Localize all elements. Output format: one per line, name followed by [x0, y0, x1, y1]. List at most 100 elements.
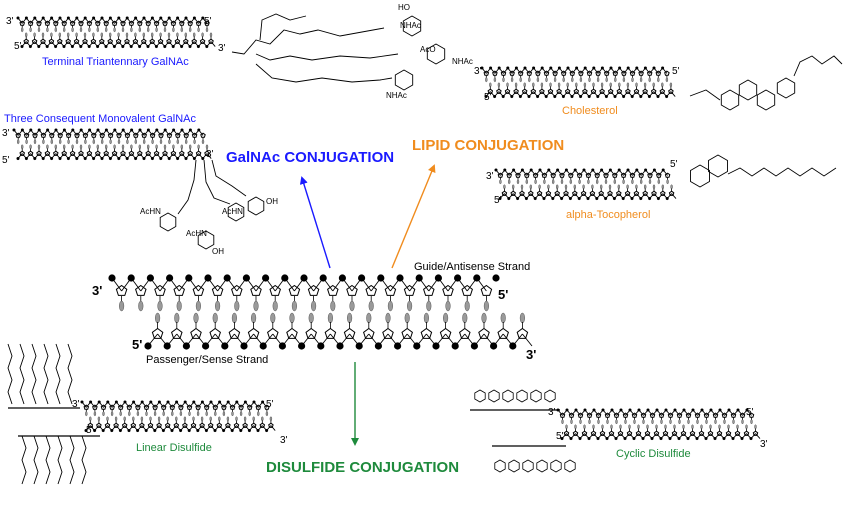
galnac1-base-bottom: [134, 32, 137, 38]
galnac1-base-bottom: [184, 32, 188, 38]
central-sugar-top: [307, 284, 320, 296]
chol-base-bottom: [532, 82, 535, 88]
toco-backbone-top: [574, 169, 580, 176]
chol-sugar-top: [492, 70, 498, 76]
cyc-base-bottom: [583, 424, 586, 430]
cyc-base-bottom: [565, 424, 568, 430]
galnac1-base-top: [138, 27, 142, 33]
cyclic-disulfide-ring-bottom: [564, 459, 576, 473]
lin-sugar-top: [229, 404, 236, 410]
chol-5prime: 5': [672, 66, 680, 77]
chol-base-top: [579, 77, 583, 83]
chol-backbone-bottom: [657, 91, 663, 97]
lin-base-bottom: [192, 416, 195, 422]
central-sugar-top: [231, 284, 243, 296]
lin-base-bottom: [175, 416, 178, 422]
guide-strand-label: Guide/Antisense Strand: [414, 261, 531, 273]
cyclic-disulfide-ring-top: [474, 389, 486, 403]
central-backbone-bottom: [339, 333, 350, 347]
galnac1-sugar-bottom: [149, 38, 155, 44]
lin-sugar-bottom: [182, 422, 188, 428]
central-backbone-top: [130, 277, 142, 292]
central-base-bottom: [385, 312, 391, 324]
cyc-base-top: [642, 419, 645, 425]
galnac2-sugar-top: [15, 132, 21, 138]
central-base-bottom: [443, 312, 449, 324]
toco-base-top: [587, 179, 590, 185]
linear-disulfide-label: Linear Disulfide: [136, 442, 212, 454]
galnac1-base-bottom: [125, 32, 129, 38]
galnac1-base-bottom: [150, 32, 154, 38]
lin-backbone-top: [159, 401, 165, 408]
galnac1-backbone-bottom: [114, 41, 119, 47]
galnac1-sugar-bottom: [40, 38, 46, 44]
toco-base-bottom: [652, 184, 656, 190]
lipid-conjugation-title: LIPID CONJUGATION: [412, 137, 565, 154]
cyc-backbone-top: [665, 409, 671, 416]
cyc-backbone-top: [656, 409, 662, 416]
chol-backbone-bottom: [485, 91, 491, 97]
alpha-tocopherol-label: alpha-Tocopherol: [566, 209, 651, 221]
toco-base-bottom: [520, 184, 524, 190]
galnac-ring-1: [402, 15, 422, 37]
toco-backbone-bottom: [658, 193, 664, 199]
toco-sugar-top: [612, 172, 618, 178]
toco-backbone-bottom: [587, 193, 593, 199]
galnac2-sugar-top: [149, 132, 156, 138]
chol-backbone-top: [490, 67, 496, 74]
galnac1-sugar-bottom: [199, 38, 206, 44]
galnac2-backbone-top: [89, 129, 95, 136]
galnac2-sugar-top: [99, 132, 105, 138]
galnac1-backbone-top: [143, 17, 149, 24]
galnac2-base-bottom: [197, 144, 200, 150]
galnac2-sugar-bottom: [19, 150, 25, 156]
galnac1-backbone-top: [135, 17, 141, 24]
lin-backbone-bottom: [111, 425, 117, 431]
cyc-backbone-top: [602, 409, 608, 416]
galnac1-backbone-top: [59, 17, 65, 24]
chol-sugar-bottom: [487, 88, 494, 94]
galnac1-base-top: [155, 27, 158, 33]
central-base-top: [215, 300, 221, 312]
central-backbone-bottom: [435, 333, 446, 347]
galnac2-backbone-top: [47, 129, 53, 136]
cholesterol-ring-1: [720, 89, 740, 111]
cyc-sugar-bottom: [563, 430, 570, 436]
linear-disulfide-chain-top: [43, 343, 49, 405]
galnac2-backbone-bottom: [68, 153, 73, 159]
chol-base-bottom: [600, 82, 604, 88]
galnac1-backbone-bottom: [88, 41, 94, 47]
galnac1-sugar-bottom: [191, 38, 197, 44]
galnac1-sugar-top: [61, 20, 67, 26]
cyc-backbone-top: [557, 409, 563, 416]
toco-backbone-top: [513, 169, 519, 176]
linear-disulfide-chain-bottom: [33, 435, 39, 485]
terminal-triantennary-galnac-label: Terminal Triantennary GalNAc: [42, 56, 189, 68]
central-sugar-bottom: [439, 327, 452, 339]
cyc-base-top: [723, 419, 726, 425]
galnac2-backbone-bottom: [194, 153, 199, 159]
galnac2-base-top: [42, 139, 45, 145]
galnac1-sugar-top: [179, 20, 185, 26]
galnac1-sugar-bottom: [183, 38, 189, 44]
cyc-backbone-bottom: [642, 433, 648, 439]
central-backbone-top: [380, 277, 391, 292]
chol-backbone-bottom: [623, 91, 629, 97]
galnac2-base-bottom: [54, 144, 58, 150]
central-base-bottom: [423, 312, 429, 324]
galnac1-base-bottom: [33, 32, 36, 38]
chol-sugar-bottom: [547, 88, 554, 94]
lin-sugar-top: [126, 404, 133, 410]
toco-sugar-bottom: [563, 190, 569, 196]
galnac1-base-top: [163, 27, 167, 33]
central-backbone-bottom: [262, 333, 274, 347]
galnac1-backbone-bottom: [72, 41, 77, 47]
toco-backbone-top: [645, 169, 651, 176]
lin-base-bottom: [149, 416, 152, 422]
linear-disulfide-chain-top: [19, 343, 25, 405]
galnac1-5prime-b: 5': [14, 41, 22, 52]
central-base-top: [253, 300, 259, 312]
galnac2-sugar-bottom: [162, 150, 168, 156]
central-sugar-bottom: [478, 327, 490, 339]
galnac1-base-bottom: [58, 32, 62, 38]
